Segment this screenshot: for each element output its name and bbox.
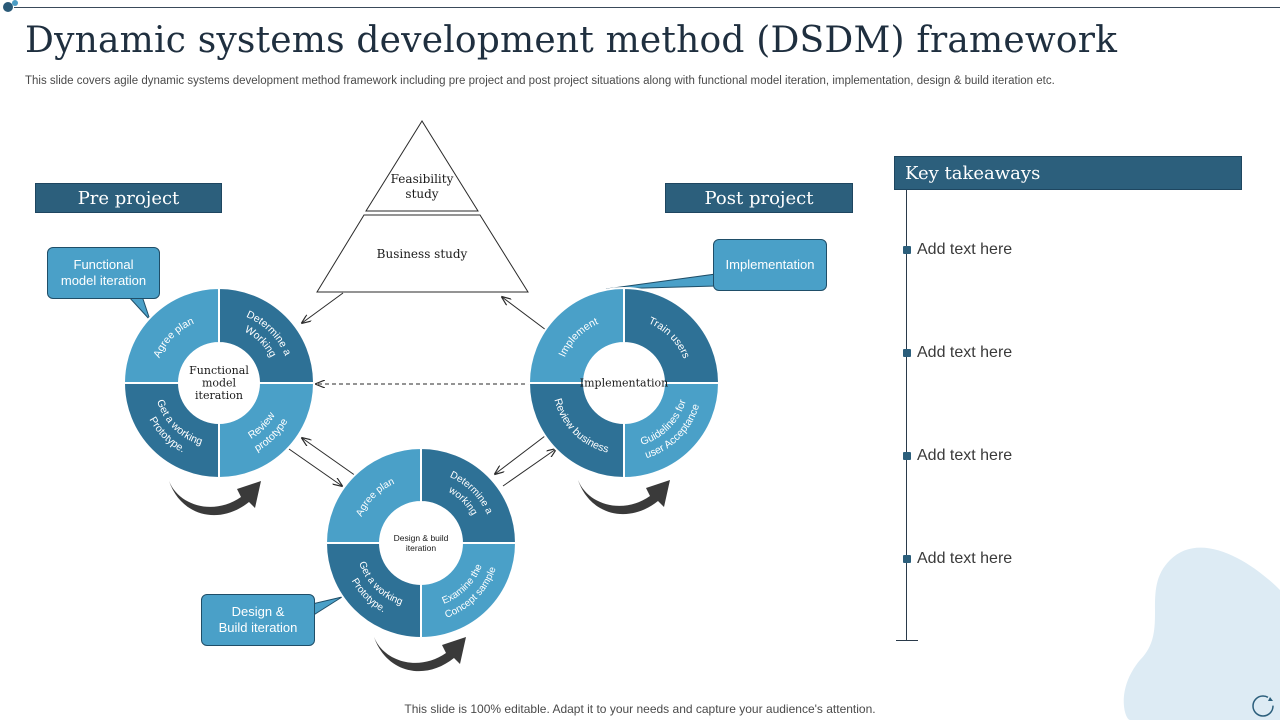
key-takeaways-timeline xyxy=(906,190,907,640)
callout-implementation: Implementation xyxy=(713,239,827,291)
key-takeaway-text-1: Add text here xyxy=(917,241,1013,258)
callout-functional-model-iteration: Functional model iteration xyxy=(47,247,160,299)
cycle-center-label: iteration xyxy=(406,543,437,553)
cycle-segment xyxy=(420,542,518,640)
connectors xyxy=(288,292,556,487)
key-takeaway-text-4: Add text here xyxy=(917,550,1013,567)
corner-dot-small-icon xyxy=(12,0,18,6)
pyramid-top xyxy=(365,120,479,212)
curved-arrow-icon xyxy=(578,480,670,515)
arrow-implementation-to-pyramid xyxy=(502,297,547,331)
pyramid-top-line1: Feasibility xyxy=(391,172,454,186)
cycle-segment xyxy=(218,286,316,384)
post-project-banner: Post project xyxy=(665,183,853,213)
callout-functional-line1: Functional xyxy=(73,257,134,272)
arrow-implementation-to-design xyxy=(495,435,546,474)
pyramid-bottom-label: Business study xyxy=(377,247,468,261)
cycle-center xyxy=(585,344,663,422)
cycle-center-label: iteration xyxy=(195,389,243,402)
pre-project-banner: Pre project xyxy=(35,183,222,213)
slide-subtitle: This slide covers agile dynamic systems … xyxy=(25,75,1055,87)
cycle-segment xyxy=(420,446,518,544)
refresh-icon xyxy=(1252,695,1274,717)
curved-arrows xyxy=(169,480,670,672)
cycle-center xyxy=(381,503,461,583)
arrow-functional-to-design xyxy=(288,448,342,486)
curved-arrow-icon xyxy=(169,481,261,516)
arrow-design-to-functional xyxy=(302,438,357,477)
cycle-center-label: Implementation xyxy=(580,377,669,390)
callout-pointer-design xyxy=(311,596,343,617)
key-takeaway-text-2: Add text here xyxy=(917,344,1013,361)
cycle-center-label: Design & build xyxy=(394,533,449,543)
top-divider xyxy=(14,7,1280,8)
key-takeaways-timeline-base xyxy=(896,640,918,641)
key-takeaway-item-3: Add text here xyxy=(903,447,1012,465)
arrow-design-to-implementation xyxy=(502,449,556,487)
cycle-segment xyxy=(623,382,721,480)
cycle-segment xyxy=(623,286,721,384)
callout-pointer-functional xyxy=(126,295,151,321)
key-takeaways-header: Key takeaways xyxy=(894,156,1242,190)
cycle-segment xyxy=(527,286,625,384)
callout-functional-line2: model iteration xyxy=(60,273,147,288)
corner-dot-icon xyxy=(3,2,13,12)
cycle-segment xyxy=(122,382,220,480)
bullet-icon xyxy=(903,349,911,357)
key-takeaway-item-2: Add text here xyxy=(903,344,1012,362)
cycle-segment xyxy=(324,446,422,544)
pyramid-top-line2: study xyxy=(405,187,438,201)
callout-design-build-iteration: Design & Build iteration xyxy=(201,594,315,646)
callout-pointer-implementation xyxy=(605,273,717,290)
key-takeaway-item-1: Add text here xyxy=(903,241,1012,259)
cycle-segment xyxy=(218,382,316,480)
cycle-center xyxy=(180,344,258,422)
pyramid: Feasibility study Business study xyxy=(316,120,529,293)
bullet-icon xyxy=(903,246,911,254)
curved-arrow-icon xyxy=(374,637,466,672)
cycle-segment xyxy=(122,286,220,384)
bullet-icon xyxy=(903,555,911,563)
slide-footer: This slide is 100% editable. Adapt it to… xyxy=(404,702,876,716)
key-takeaway-item-4: Add text here xyxy=(903,550,1012,568)
cycle-segment xyxy=(527,382,625,480)
cycle-center-label: model xyxy=(202,377,237,390)
background-blob xyxy=(1123,547,1280,720)
callout-design-line2: Build iteration xyxy=(218,620,298,635)
callout-design-line1: Design & xyxy=(231,604,285,619)
cycle-segment xyxy=(324,542,422,640)
arrow-pyramid-to-functional xyxy=(302,292,344,323)
key-takeaway-text-3: Add text here xyxy=(917,447,1013,464)
pyramid-bottom xyxy=(316,214,529,293)
slide-title: Dynamic systems development method (DSDM… xyxy=(25,20,1118,61)
bullet-icon xyxy=(903,452,911,460)
cycle-center-label: Functional xyxy=(189,364,249,377)
